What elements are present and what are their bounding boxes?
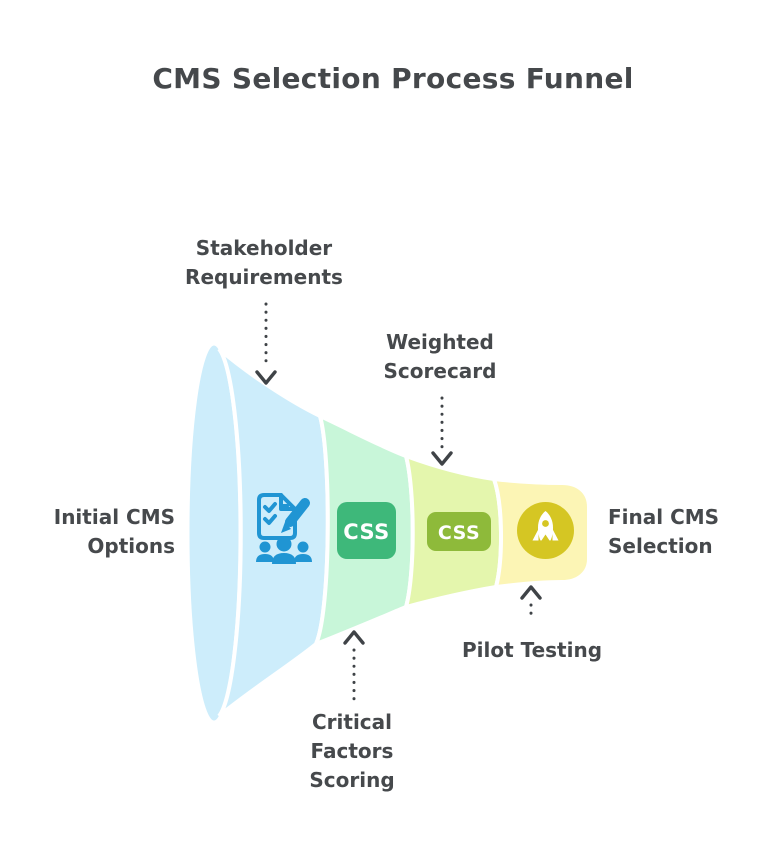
badge-background <box>337 502 396 559</box>
arrow-pilot-testing <box>520 585 542 623</box>
label-critical-factors-scoring: Critical Factors Scoring <box>309 710 395 792</box>
badge-label: CSS <box>343 520 390 544</box>
badge-background <box>427 512 491 551</box>
arrow-weighted-scorecard <box>431 396 453 466</box>
css-badge-icon-olive: CSS <box>427 512 491 551</box>
person-shoulders <box>256 554 274 562</box>
label-pilot-testing: Pilot Testing <box>461 638 603 662</box>
arrow-down-icon <box>431 451 453 466</box>
arrow-stakeholder-requirements <box>255 302 277 385</box>
pencil-body <box>285 498 310 527</box>
rocket-fin <box>532 529 539 541</box>
label-weighted-scorecard: Weighted Scorecard <box>383 330 497 383</box>
person-shoulders <box>272 553 296 564</box>
rocket-bottom-notch <box>541 534 550 541</box>
arrow-up-icon <box>343 630 365 645</box>
arrow-up-icon <box>520 585 542 600</box>
arrow-down-icon <box>255 370 277 385</box>
checkmark-icon <box>263 502 277 513</box>
arrow-critical-factors <box>343 630 365 701</box>
css-badge-icon-green: CSS <box>337 502 396 559</box>
rocket-icon <box>517 502 574 559</box>
label-final-cms-selection: Final CMS Selection <box>608 505 720 558</box>
rocket-window <box>542 520 549 527</box>
person-head <box>297 541 309 553</box>
page-title: CMS Selection Process Funnel <box>152 62 634 95</box>
checkmark-icon <box>263 514 277 525</box>
document-fold <box>279 493 297 511</box>
document-outline <box>257 493 297 540</box>
rocket-fin <box>552 529 559 541</box>
person-shoulders <box>294 554 312 562</box>
label-stakeholder-requirements: Stakeholder Requirements <box>185 236 343 289</box>
badge-label: CSS <box>438 522 480 544</box>
person-head <box>276 536 292 552</box>
person-head <box>259 541 271 553</box>
pencil-tip <box>281 522 291 533</box>
stakeholder-checklist-icon <box>256 493 312 564</box>
label-initial-cms-options: Initial CMS Options <box>53 505 175 558</box>
